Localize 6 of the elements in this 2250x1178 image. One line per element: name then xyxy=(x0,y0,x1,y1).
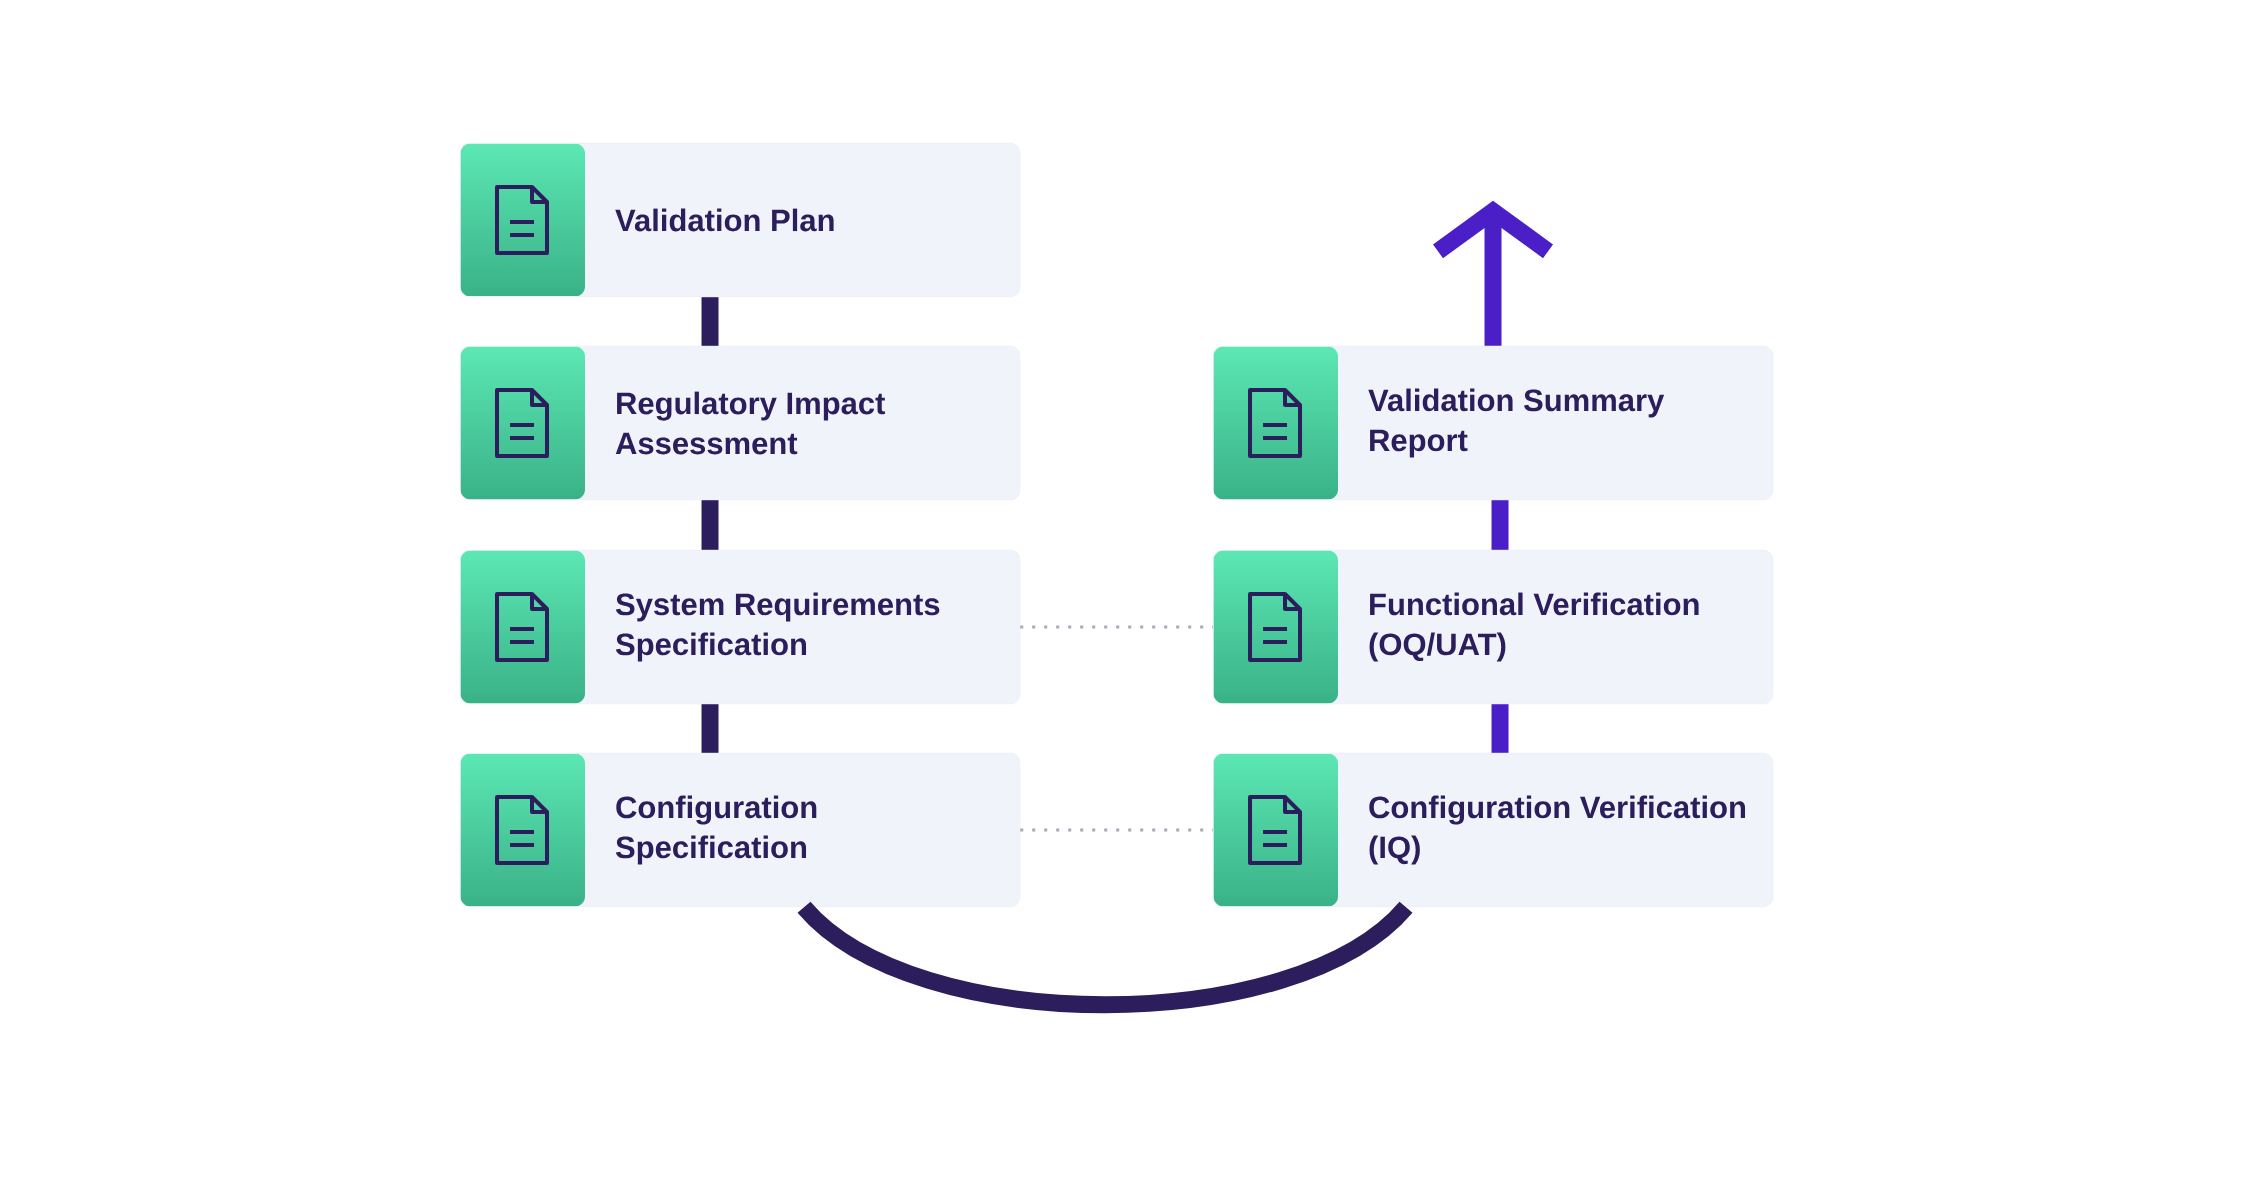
connector-line xyxy=(1491,704,1509,753)
connector-line xyxy=(1491,500,1509,550)
connector-line xyxy=(798,900,1412,1014)
connector-line xyxy=(701,297,719,346)
connector-line xyxy=(701,500,719,550)
connector-line xyxy=(701,704,719,753)
